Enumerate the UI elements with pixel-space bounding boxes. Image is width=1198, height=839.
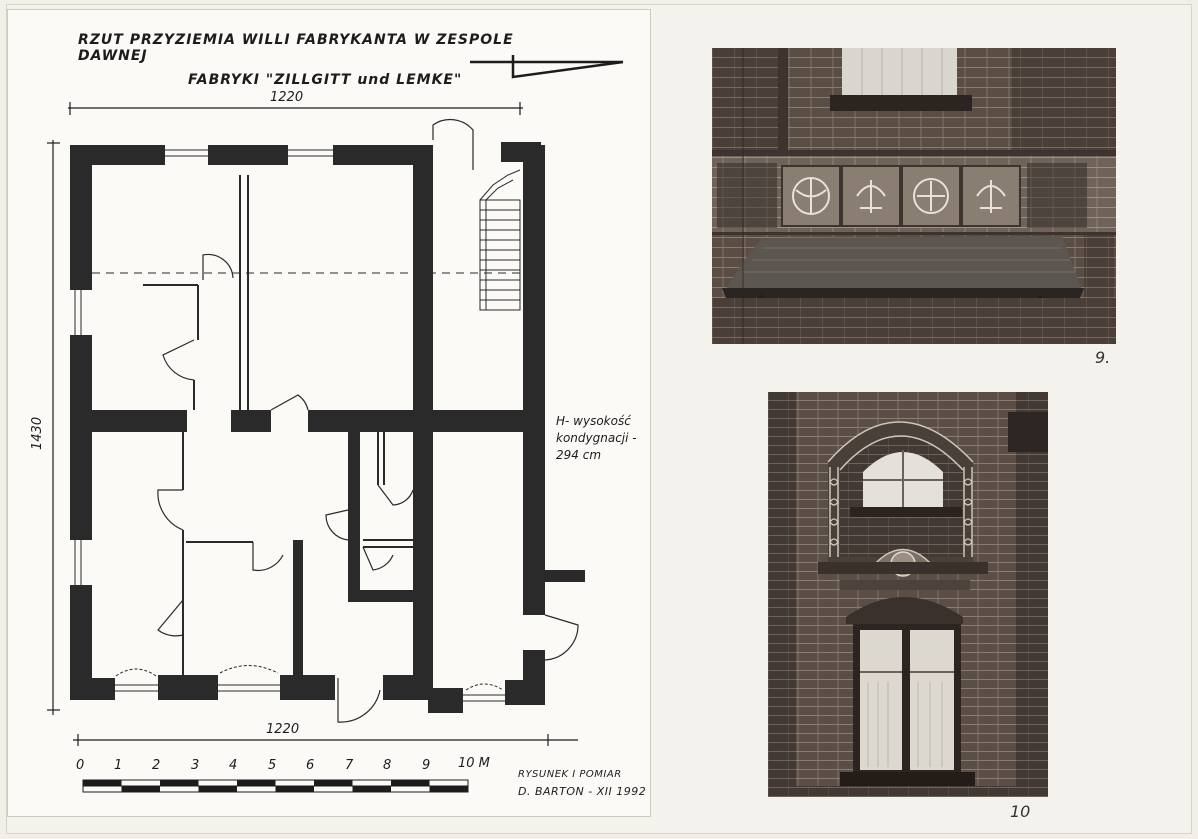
photo-cornice-image [712, 48, 1116, 344]
credit-block: RYSUNEK I POMIAR D. BARTON - XII 1992 [518, 766, 646, 800]
photo-cornice-canopy [712, 48, 1116, 344]
photo-number-top: 9. [1095, 348, 1111, 367]
scale-label: 8 [383, 758, 392, 773]
scale-label: 1 [114, 758, 123, 773]
scale-label: 7 [345, 758, 354, 773]
north-arrow-icon [470, 55, 624, 79]
floor-plan-card: RZUT PRZYZIEMIA WILLI FABRYKANTA W ZESPO… [8, 10, 650, 816]
scale-label: 0 [76, 758, 85, 773]
credit-line1: RYSUNEK I POMIAR [518, 769, 622, 780]
height-note-line2: kondygnacji - [556, 431, 637, 445]
height-note-line1: H- wysokość [556, 414, 631, 428]
dim-top-label: 1220 [270, 90, 304, 105]
scale-label: 3 [191, 758, 200, 773]
photo-number-bottom: 10 [1010, 802, 1031, 821]
scale-label: 9 [422, 758, 431, 773]
plan-title-line1: RZUT PRZYZIEMIA WILLI FABRYKANTA W ZESPO… [78, 32, 514, 64]
scale-label: 2 [152, 758, 161, 773]
height-note: H- wysokość kondygnacji - 294 cm [556, 413, 637, 464]
scale-label: 4 [229, 758, 238, 773]
dim-bottom-label: 1220 [266, 722, 300, 737]
photo-window-image [768, 392, 1048, 797]
scale-label: 6 [306, 758, 315, 773]
floor-plan-drawing [47, 55, 624, 793]
height-note-line3: 294 cm [556, 448, 602, 462]
credit-line2: D. BARTON - XII 1992 [518, 785, 647, 798]
photo-window-facade [768, 392, 1048, 797]
plan-title-line2: FABRYKI "ZILLGITT und LEMKE" [188, 72, 463, 88]
scale-label: 5 [268, 758, 277, 773]
dim-left-label: 1430 [30, 416, 45, 450]
scale-label: 10 M [458, 756, 490, 771]
plan-title: RZUT PRZYZIEMIA WILLI FABRYKANTA W ZESPO… [78, 32, 558, 88]
